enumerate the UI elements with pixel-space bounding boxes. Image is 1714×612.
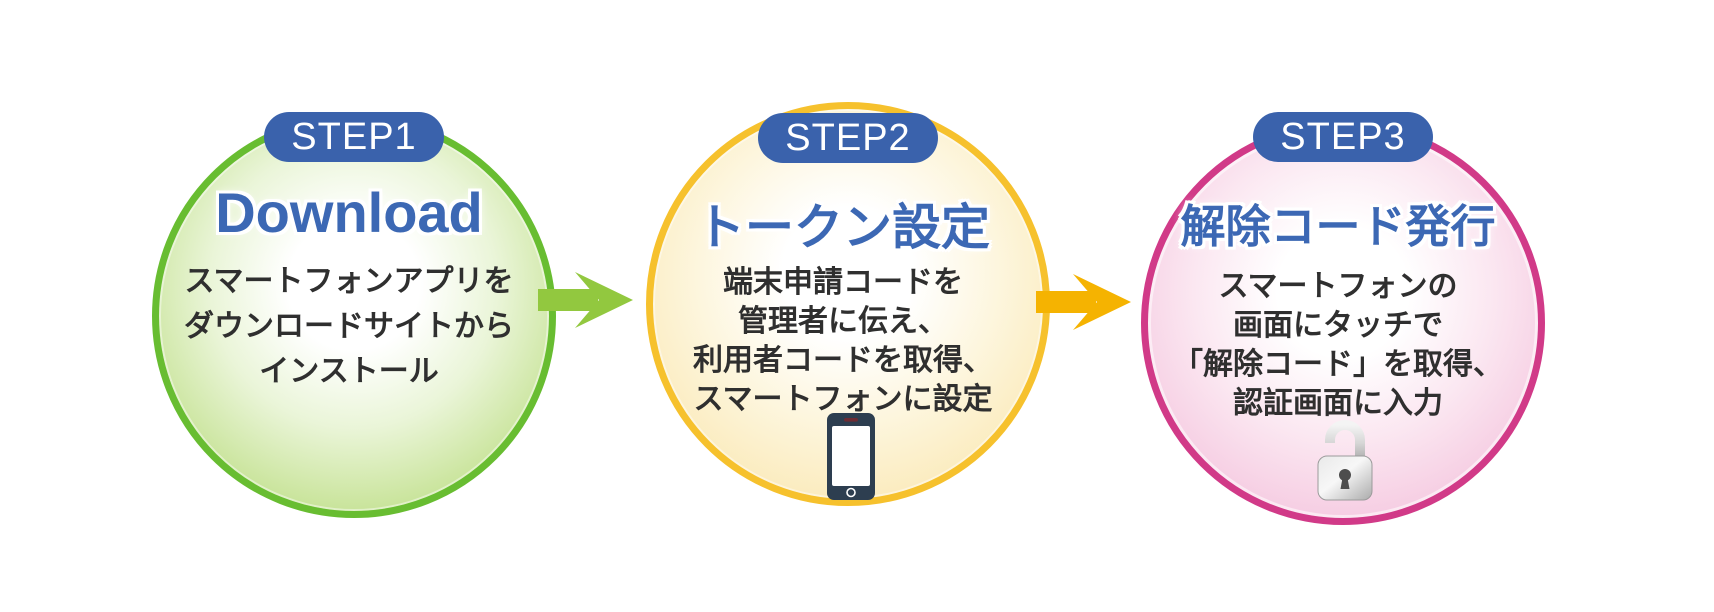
description-line: ダウンロードサイトから — [184, 310, 514, 343]
step-2-badge: STEP2 — [758, 113, 938, 163]
step-3-badge: STEP3 — [1253, 112, 1433, 162]
smartphone-icon — [827, 413, 875, 500]
step-2-title: トークン設定 — [695, 201, 990, 255]
step-3-description: スマートフォンの 画面にタッチで 「解除コード」を取得、 認証画面に入力 — [1143, 267, 1533, 423]
step-1-description: スマートフォンアプリを ダウンロードサイトから インストール — [154, 259, 544, 394]
description-line: インストール — [259, 355, 439, 388]
step-2-description: 端末申請コードを 管理者に伝え、 利用者コードを取得、 スマートフォンに設定 — [648, 263, 1038, 419]
description-line: スマートフォンアプリを — [184, 265, 514, 298]
step-3-title: 解除コード発行 — [1180, 201, 1496, 252]
description-line: 認証画面に入力 — [1233, 387, 1443, 420]
lock-open-icon — [1317, 420, 1373, 501]
description-line: 端末申請コードを — [723, 266, 963, 299]
description-line: スマートフォンの — [1218, 270, 1458, 303]
description-line: スマートフォンに設定 — [693, 383, 993, 416]
step-1-badge: STEP1 — [264, 112, 444, 162]
description-line: 利用者コードを取得、 — [693, 344, 993, 377]
step-3-circle — [1141, 121, 1545, 525]
description-line: 管理者に伝え、 — [738, 305, 948, 338]
description-line: 画面にタッチで — [1233, 309, 1443, 342]
arrow-right-icon — [538, 272, 633, 328]
description-line: 「解除コード」を取得、 — [1173, 348, 1503, 381]
arrow-right-icon — [1036, 274, 1131, 330]
step-1-title: Download — [215, 181, 483, 244]
